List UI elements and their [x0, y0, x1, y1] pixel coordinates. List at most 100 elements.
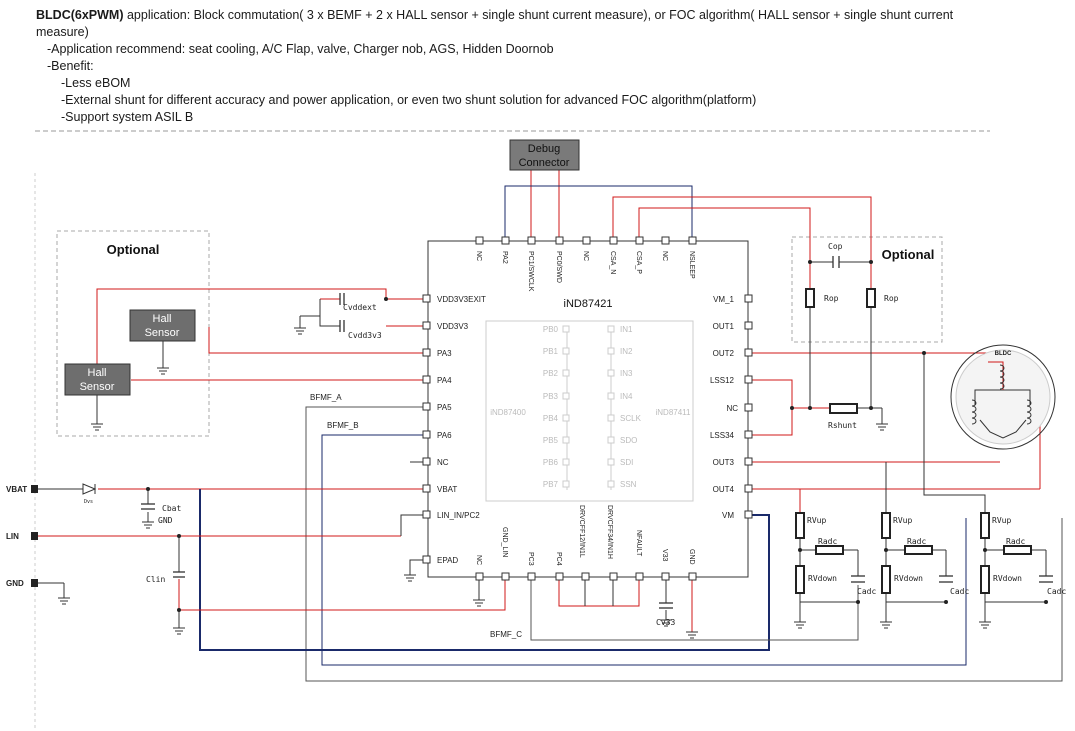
label-radc-3: Radc — [1006, 537, 1025, 546]
label-rup-1: RVup — [807, 516, 826, 525]
hall1-label-1: Hall — [153, 313, 172, 325]
inner-left-pin-0: PB0 — [543, 325, 559, 334]
ic-inner-block — [485, 320, 694, 502]
label-cbat: Cbat — [162, 504, 181, 513]
pin-bottom-8: GND — [688, 549, 695, 565]
net-gnd: GND — [6, 579, 24, 588]
hall2-label-1: Hall — [88, 367, 107, 379]
label-clin: Clin — [146, 575, 165, 584]
debug-label-2: Connector — [519, 157, 570, 169]
inner-right-name: iND87411 — [656, 408, 692, 417]
hall-sensor-2-box — [64, 363, 131, 396]
header-line-1-rest: application: Block commutation( 3 x BEMF… — [123, 8, 954, 22]
pin-right-3: LSS12 — [710, 376, 735, 385]
diode-dvs — [82, 483, 97, 495]
inner-right-pin-6: SDI — [620, 458, 633, 467]
inner-right-pin-5: SDO — [620, 436, 637, 445]
description-text: BLDC(6xPWM) application: Block commutati… — [36, 7, 1036, 126]
pin-bottom-0: NC — [475, 555, 482, 565]
capacitors — [141, 256, 1053, 609]
pin-top-0: NC — [475, 251, 482, 261]
pin-bottom-6: NFAULT — [635, 530, 642, 557]
motor-label: BLDC — [995, 351, 1012, 357]
pin-bottom-3: PC4 — [555, 552, 562, 566]
inner-right-pin-3: IN4 — [620, 392, 633, 401]
label-cvdd3v3: Cvdd3v3 — [348, 331, 382, 340]
optional-left-label: Optional — [107, 242, 160, 257]
pin-left-9: EPAD — [437, 556, 458, 565]
inner-right-pin-7: SSN — [620, 480, 637, 489]
optional-box-right — [791, 236, 943, 343]
header-line-5: -Less eBOM — [61, 76, 131, 90]
pin-bottom-4: DRVCFF12/IN1L — [578, 505, 585, 558]
label-cv33: Cv33 — [656, 618, 675, 627]
inner-right-pin-1: IN2 — [620, 347, 633, 356]
pin-left-0: VDD3V3EXIT — [437, 295, 486, 304]
inner-left-pin-1: PB1 — [543, 347, 559, 356]
optional-right-label: Optional — [882, 247, 935, 262]
label-cadc-3: Cadc — [1047, 587, 1066, 596]
label-rup-2: RVup — [893, 516, 912, 525]
pin-bottom-7: V33 — [661, 549, 668, 562]
label-rop-1: Rop — [824, 294, 839, 303]
label-rshunt: Rshunt — [828, 421, 857, 430]
inner-left-pin-7: PB7 — [543, 480, 559, 489]
pin-right-6: OUT3 — [713, 458, 735, 467]
header-line-4: -Benefit: — [47, 59, 94, 73]
header-line-3: -Application recommend: seat cooling, A/… — [47, 42, 554, 56]
pin-top-5: CSA_N — [609, 251, 616, 274]
inner-right-pin-4: SCLK — [620, 414, 642, 423]
debug-connector-box — [509, 139, 580, 171]
label-cvddext: Cvddext — [343, 303, 377, 312]
inner-left-name: iND87400 — [490, 408, 526, 417]
junction-dots — [146, 260, 1048, 612]
chip-name: iND87421 — [564, 298, 613, 310]
pin-left-1: VDD3V3 — [437, 322, 469, 331]
pin-left-6: NC — [437, 458, 449, 467]
pin-right-7: OUT4 — [713, 485, 735, 494]
inner-left-pin-3: PB3 — [543, 392, 559, 401]
header-line-7: -Support system ASIL B — [61, 110, 194, 124]
inner-left-pin-2: PB2 — [543, 369, 559, 378]
pin-left-8: LIN_IN/PC2 — [437, 511, 480, 520]
debug-label-1: Debug — [528, 143, 560, 155]
header-line-2: measure) — [36, 25, 89, 39]
pin-markers — [422, 236, 753, 581]
pin-top-2: PC1/SWCLK — [527, 251, 534, 292]
header-line-6: -External shunt for different accuracy a… — [61, 93, 757, 107]
label-cop: Cop — [828, 242, 843, 251]
pin-right-1: OUT1 — [713, 322, 735, 331]
label-cadc-1: Cadc — [857, 587, 876, 596]
ic-body — [427, 240, 749, 578]
label-rup-3: RVup — [992, 516, 1011, 525]
pin-top-4: NC — [582, 251, 589, 261]
label-cbat-gnd: GND — [158, 516, 173, 525]
label-cadc-2: Cadc — [950, 587, 969, 596]
pin-bottom-5: DRVCFF34/IN1H — [606, 505, 613, 559]
pin-bottom-2: PC3 — [527, 552, 534, 566]
net-bfmf-b: BFMF_B — [327, 421, 359, 430]
pin-top-8: NSLEEP — [688, 251, 695, 279]
pin-left-5: PA6 — [437, 431, 452, 440]
pin-left-2: PA3 — [437, 349, 452, 358]
pin-right-8: VM — [722, 511, 734, 520]
pin-right-2: OUT2 — [713, 349, 735, 358]
inner-pin-markers — [562, 325, 615, 488]
pin-left-4: PA5 — [437, 403, 452, 412]
label-rop-2: Rop — [884, 294, 899, 303]
net-vbat: VBAT — [6, 485, 27, 494]
resistors — [795, 288, 1032, 594]
pin-right-0: VM_1 — [713, 295, 734, 304]
label-rdown-1: RVdown — [808, 574, 837, 583]
pin-bottom-1: GND_LIN — [501, 527, 508, 557]
header-line-1: BLDC(6xPWM) application: Block commutati… — [36, 7, 1036, 24]
pin-right-5: LSS34 — [710, 431, 735, 440]
net-lin: LIN — [6, 532, 19, 541]
bldc-motor — [950, 344, 1056, 450]
pin-left-3: PA4 — [437, 376, 452, 385]
pin-left-7: VBAT — [437, 485, 457, 494]
net-bfmf-c: BFMF_C — [490, 630, 522, 639]
label-radc-2: Radc — [907, 537, 926, 546]
inner-left-pin-5: PB5 — [543, 436, 559, 445]
